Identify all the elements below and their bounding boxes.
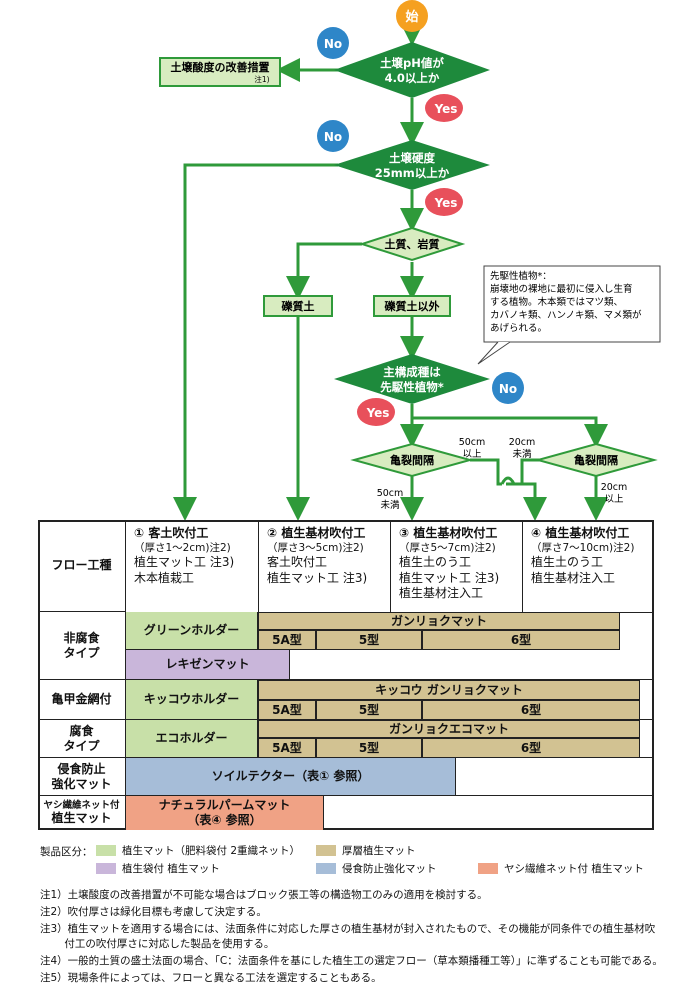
- svg-text:先駆性植物*: 先駆性植物*: [380, 380, 444, 394]
- svg-text:No: No: [499, 382, 517, 396]
- note-5: 注5）現場条件によっては、フローと異なる工法を選定することもある。: [40, 972, 382, 984]
- pioneer-diamond: [334, 354, 490, 404]
- svg-text:土質、岩質: 土質、岩質: [385, 237, 440, 251]
- svg-text:土壌硬度: 土壌硬度: [389, 151, 435, 165]
- svg-text:礫質土: 礫質土: [282, 299, 315, 313]
- ganryoku-5: 5型: [316, 630, 422, 650]
- svg-text:Yes: Yes: [434, 196, 458, 210]
- svg-text:No: No: [324, 130, 342, 144]
- ph-text-1: 土壌pH値が: [380, 56, 444, 70]
- eco-5: 5型: [316, 738, 422, 758]
- flowchart: 始 土壌pH値が 4.0以上か 土壌酸度の改善措置 注1) No Yes 土壌硬…: [159, 0, 661, 520]
- corrosive-label: 腐食 タイプ: [38, 720, 126, 758]
- yes-badge: [357, 398, 395, 426]
- non-gravel-box: [373, 295, 451, 317]
- svg-text:未満: 未満: [380, 499, 400, 511]
- green-holder-cell: グリーンホルダー: [126, 612, 258, 650]
- improve-label: 土壌酸度の改善措置: [171, 60, 270, 74]
- method-3: ③ 植生基材吹付工 （厚さ5～7cm)注2) 植生土のう工 植生マット工 注3)…: [390, 520, 522, 612]
- improve-note: 注1): [254, 74, 269, 84]
- svg-text:亀裂間隔: 亀裂間隔: [574, 453, 618, 467]
- no-badge: [317, 120, 349, 152]
- svg-text:未満: 未満: [512, 448, 532, 460]
- eco-5a: 5A型: [258, 738, 316, 758]
- method-2: ② 植生基材吹付工 （厚さ3～5cm)注2) 客土吹付工 植生マット工 注3): [258, 520, 390, 612]
- soil-tector-cell: ソイルテクター（表① 参照）: [126, 758, 456, 796]
- non-corrosive-label: 非腐食 タイプ: [38, 612, 126, 680]
- ganryoku-5a: 5A型: [258, 630, 316, 650]
- legend-item-thick: 厚層植生マット: [316, 843, 416, 858]
- crack-diamond-left: [350, 442, 474, 478]
- natural-palm-cell: ナチュラルパームマット （表④ 参照）: [126, 796, 324, 830]
- kikko-label: 亀甲金網付: [38, 680, 126, 720]
- note-3-cont: 付工の吹付厚さに対応した製品を使用する。: [40, 938, 275, 950]
- svg-text:亀裂間隔: 亀裂間隔: [390, 453, 434, 467]
- svg-text:50cm: 50cm: [377, 488, 404, 499]
- gravel-box: [263, 295, 333, 317]
- legend-item-blue: 侵食防止強化マット: [316, 861, 437, 876]
- rezen-mat-cell: レキゼンマット: [126, 650, 290, 680]
- product-table: フロー工種 ① 客土吹付工 （厚さ1～2cm)注2) 植生マット工 注3) 木本…: [38, 520, 654, 830]
- kikko-5: 5型: [316, 700, 422, 720]
- ph-text-2: 4.0以上か: [385, 71, 440, 85]
- eco-6: 6型: [422, 738, 640, 758]
- svg-text:20cm: 20cm: [601, 482, 628, 493]
- svg-text:No: No: [324, 37, 342, 51]
- start-node: [396, 0, 428, 32]
- ph-diamond: [334, 42, 490, 98]
- flow-label-cell: フロー工種: [38, 520, 126, 612]
- yashi-label: ヤシ繊維ネット付 植生マット: [38, 796, 126, 830]
- improve-box: [159, 57, 281, 87]
- svg-text:Yes: Yes: [434, 102, 458, 116]
- svg-text:する植物。木本類ではマツ類、: する植物。木本類ではマツ類、: [490, 296, 623, 308]
- svg-text:礫質土以外: 礫質土以外: [385, 299, 440, 313]
- no-badge: [492, 372, 524, 404]
- eco-holder-cell: エコホルダー: [126, 720, 258, 758]
- svg-text:主構成種は: 主構成種は: [383, 365, 441, 379]
- svg-text:Yes: Yes: [366, 406, 390, 420]
- method-1: ① 客土吹付工 （厚さ1～2cm)注2) 植生マット工 注3) 木本植栽工: [134, 526, 235, 585]
- kikko-ganryoku-cell: キッコウ ガンリョクマット: [258, 680, 640, 700]
- pioneer-note-title: 先駆性植物*：: [490, 270, 552, 282]
- no-badge: [317, 27, 349, 59]
- legend-item-purple: 植生袋付 植生マット: [96, 861, 220, 876]
- svg-text:25mm以上か: 25mm以上か: [375, 166, 450, 180]
- legend-item-orange: ヤシ繊維ネット付 植生マット: [478, 861, 644, 876]
- note-2: 注2）吹付厚さは緑化目標も考慮して決定する。: [40, 906, 267, 918]
- kikko-6: 6型: [422, 700, 640, 720]
- legend-title: 製品区分：: [40, 846, 93, 858]
- soil-diamond: [358, 226, 466, 262]
- yes-badge: [425, 188, 463, 216]
- yes-badge: [425, 94, 463, 122]
- ganryoku-6: 6型: [422, 630, 620, 650]
- pioneer-note-box: [483, 265, 661, 343]
- ganryoku-eco-cell: ガンリョクエコマット: [258, 720, 640, 738]
- flow-connectors: [173, 22, 608, 520]
- note-4: 注4）一般的土質の盛土法面の場合、「C：法面条件を基にした植生工の選定フロー（草…: [40, 955, 663, 967]
- svg-text:以上: 以上: [604, 494, 624, 505]
- crack-diamond-right: [534, 442, 658, 478]
- svg-text:あげられる。: あげられる。: [490, 323, 547, 334]
- svg-text:崩壊地の裸地に最初に侵入し生育: 崩壊地の裸地に最初に侵入し生育: [490, 283, 633, 295]
- svg-text:50cm: 50cm: [459, 437, 486, 448]
- method-4: ④ 植生基材吹付工 （厚さ7～10cm)注2) 植生土のう工 植生基材注入工: [522, 520, 654, 612]
- legend-item-green: 植生マット（肥料袋付 2重織ネット）: [96, 843, 300, 858]
- hardness-diamond: [334, 140, 490, 190]
- svg-text:20cm: 20cm: [509, 437, 536, 448]
- kikko-holder-cell: キッコウホルダー: [126, 680, 258, 720]
- erosion-label: 侵食防止 強化マット: [38, 758, 126, 796]
- method-header: ① 客土吹付工 （厚さ1～2cm)注2) 植生マット工 注3) 木本植栽工 ② …: [126, 520, 654, 613]
- note-3: 注3）植生マットを適用する場合には、法面条件に対応した厚さの植生基材が封入された…: [40, 923, 656, 935]
- start-label: 始: [405, 9, 418, 25]
- svg-text:カバノキ類、ハンノキ類、マメ類が: カバノキ類、ハンノキ類、マメ類が: [490, 309, 642, 321]
- kikko-5a: 5A型: [258, 700, 316, 720]
- ganryoku-mat-cell: ガンリョクマット: [258, 612, 620, 630]
- note-1: 注1）土壌酸度の改善措置が不可能な場合はブロック張工等の構造物工のみの適用を検討…: [40, 889, 488, 901]
- svg-text:以上: 以上: [462, 449, 482, 460]
